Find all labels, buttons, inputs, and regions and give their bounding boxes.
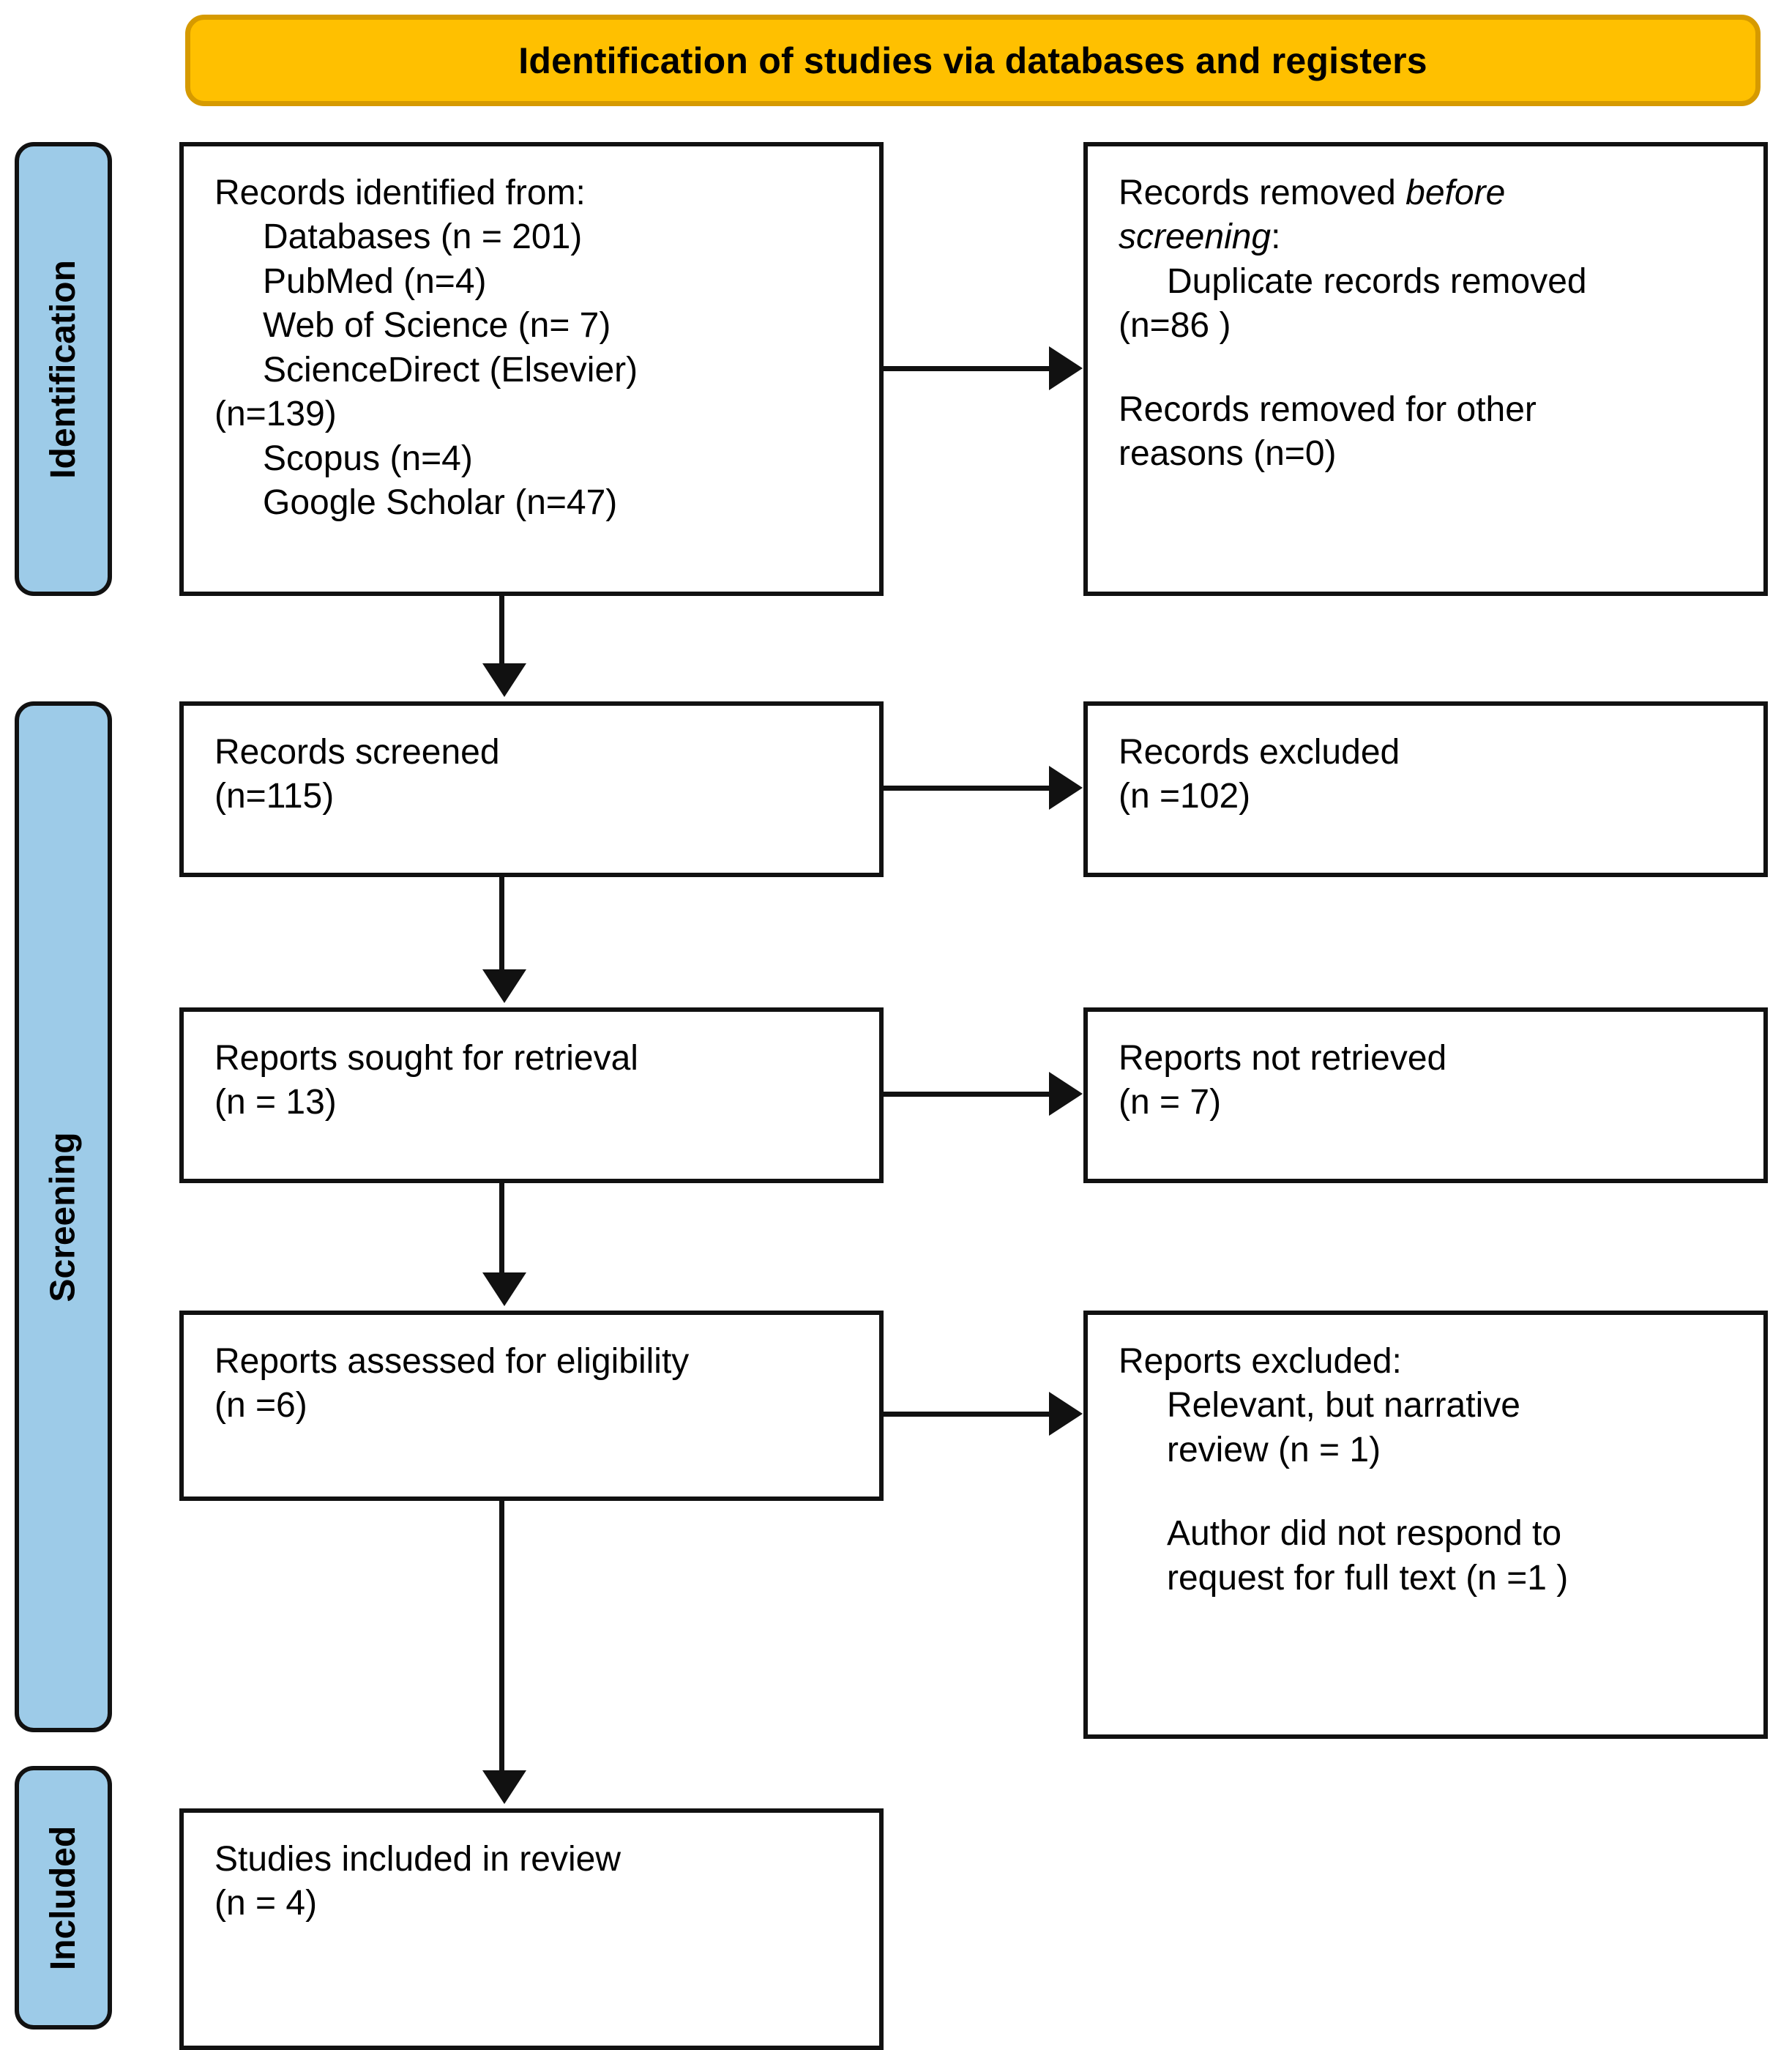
box-records-excluded: Records excluded (n =102)	[1083, 701, 1768, 877]
reports-not-retrieved-label: Reports not retrieved	[1119, 1039, 1447, 1078]
records-excluded-count: (n =102)	[1119, 777, 1251, 816]
records-identified-line-databases: Databases (n = 201)	[263, 217, 583, 257]
reports-excluded-reason2-line1: Author did not respond to	[1167, 1514, 1562, 1554]
records-removed-heading-italic-before: before	[1405, 174, 1506, 212]
duplicate-records-removed-label: Duplicate records removed	[1167, 261, 1587, 301]
connector-assessed-to-reports-excluded	[884, 1412, 1053, 1417]
records-identified-heading: Records identified from:	[214, 174, 586, 212]
records-removed-heading-italic-screening: screening	[1119, 217, 1272, 257]
arrow-down-icon	[482, 1770, 526, 1804]
arrow-right-icon	[1049, 766, 1083, 810]
box-studies-included-in-review: Studies included in review (n = 4)	[179, 1808, 884, 2050]
arrow-down-icon	[482, 1272, 526, 1306]
arrow-down-icon	[482, 969, 526, 1003]
stage-bar-screening: Screening	[15, 701, 112, 1732]
stage-bar-included: Included	[15, 1766, 112, 2029]
reports-sought-label: Reports sought for retrieval	[214, 1039, 638, 1078]
records-removed-other-count: reasons (n=0)	[1119, 434, 1337, 474]
box-reports-sought-for-retrieval: Reports sought for retrieval (n = 13)	[179, 1007, 884, 1183]
connector-sought-to-not-retrieved	[884, 1092, 1053, 1097]
records-identified-line-sciencedirect: ScienceDirect (Elsevier)	[263, 350, 638, 390]
connector-assessed-to-included	[499, 1501, 504, 1775]
reports-excluded-reason1-line2: review (n = 1)	[1167, 1430, 1381, 1469]
stage-label-screening: Screening	[44, 1131, 83, 1302]
connector-screened-to-excluded	[884, 786, 1053, 791]
reports-assessed-count: (n =6)	[214, 1386, 307, 1425]
stage-label-identification: Identification	[44, 259, 83, 479]
box-records-screened: Records screened (n=115)	[179, 701, 884, 877]
duplicate-records-removed-count: (n=86 )	[1119, 306, 1231, 346]
reports-excluded-heading: Reports excluded:	[1119, 1342, 1402, 1381]
arrow-down-icon	[482, 663, 526, 697]
connector-sought-to-assessed	[499, 1183, 504, 1277]
diagram-header-banner: Identification of studies via databases …	[185, 15, 1761, 106]
reports-not-retrieved-count: (n = 7)	[1119, 1083, 1222, 1122]
records-removed-other-label: Records removed for other	[1119, 390, 1537, 429]
arrow-right-icon	[1049, 1392, 1083, 1436]
box-records-identified: Records identified from: Databases (n = …	[179, 142, 884, 596]
records-identified-line-scopus: Scopus (n=4)	[263, 439, 473, 478]
box-reports-excluded: Reports excluded: Relevant, but narrativ…	[1083, 1311, 1768, 1739]
stage-label-included: Included	[44, 1825, 83, 1970]
reports-assessed-label: Reports assessed for eligibility	[214, 1342, 690, 1381]
studies-included-count: (n = 4)	[214, 1884, 318, 1923]
box-records-removed-before-screening: Records removed before screening: Duplic…	[1083, 142, 1768, 596]
records-removed-heading-plain: Records removed	[1119, 174, 1406, 212]
records-identified-line-sciencedirect-count: (n=139)	[214, 395, 337, 434]
box-reports-not-retrieved: Reports not retrieved (n = 7)	[1083, 1007, 1768, 1183]
arrow-right-icon	[1049, 1072, 1083, 1116]
records-removed-heading: Records removed before	[1119, 171, 1741, 215]
reports-excluded-reason2-line2: request for full text (n =1 )	[1167, 1558, 1569, 1598]
records-identified-line-pubmed: PubMed (n=4)	[263, 261, 487, 301]
reports-excluded-reason1-line1: Relevant, but narrative	[1167, 1386, 1520, 1425]
diagram-title: Identification of studies via databases …	[518, 40, 1427, 81]
box-reports-assessed-for-eligibility: Reports assessed for eligibility (n =6)	[179, 1311, 884, 1501]
connector-identified-to-removed	[884, 366, 1053, 371]
records-screened-count: (n=115)	[214, 777, 335, 816]
records-removed-heading-line2: screening:	[1119, 215, 1741, 259]
stage-bar-identification: Identification	[15, 142, 112, 596]
arrow-right-icon	[1049, 346, 1083, 390]
records-excluded-label: Records excluded	[1119, 733, 1400, 772]
records-identified-line-wos: Web of Science (n= 7)	[263, 306, 611, 346]
records-screened-label: Records screened	[214, 733, 500, 772]
records-removed-heading-colon: :	[1271, 217, 1281, 257]
connector-screened-to-sought	[499, 877, 504, 974]
reports-sought-count: (n = 13)	[214, 1083, 337, 1122]
studies-included-label: Studies included in review	[214, 1840, 621, 1879]
connector-identified-to-screened	[499, 596, 504, 668]
records-identified-line-google-scholar: Google Scholar (n=47)	[263, 483, 618, 523]
